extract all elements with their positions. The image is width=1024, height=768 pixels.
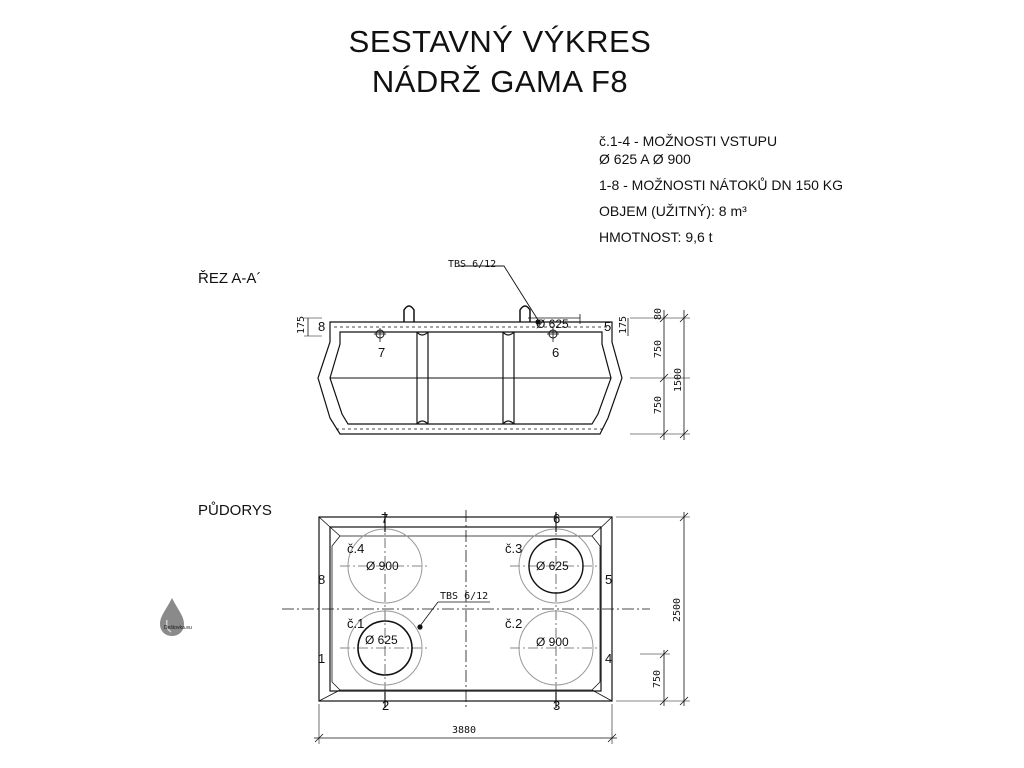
plan-opening-3-diameter: Ø 625 [536,559,569,573]
plan-dim-750: 750 [652,670,663,688]
plan-opening-2-circle [518,610,594,686]
droplet-icon [160,598,184,636]
plan-opening-1-id: č.1 [347,616,364,631]
section-drawing [304,265,690,440]
note-volume: OBJEM (UŽITNÝ): 8 m³ [599,203,747,219]
plan-opening-3-inner [528,538,584,594]
section-dim-top-80: 80 [653,308,664,320]
plan-opening-4-diameter: Ø 900 [366,559,399,573]
plan-inlet-1: 1 [318,651,325,666]
plan-opening-4-id: č.4 [347,541,364,556]
plan-drawing [282,510,690,744]
section-dim-lower-750: 750 [653,396,664,414]
plan-inlet-2: 2 [382,698,389,713]
plan-opening-1-diameter: Ø 625 [365,633,398,647]
plan-dim-width: 2500 [672,598,683,622]
note-weight: HMOTNOST: 9,6 t [599,229,713,245]
section-outer-shell [317,321,623,435]
section-dim-right-175: 175 [618,316,629,334]
section-inlet-7: 7 [378,345,385,360]
section-inlet-8: 8 [318,319,325,334]
plan-inlet-7: 7 [381,511,388,526]
plan-inlet-5: 5 [605,572,612,587]
plan-opening-2-diameter: Ø 900 [536,635,569,649]
note-entry-diameters: Ø 625 A Ø 900 [599,151,691,167]
plan-opening-1-outer [347,610,423,686]
note-entry-options: č.1-4 - MOŽNOSTI VSTUPU [599,133,778,149]
plan-opening-3-id: č.3 [505,541,522,556]
section-inner-shell [329,331,612,425]
section-view-label: ŘEZ A-A´ [198,270,262,287]
section-callout: TBS 6/12 [448,259,496,270]
section-inlet-5: 5 [604,319,611,334]
watermark-text: Deštovka.eu [164,625,192,631]
section-dim-total-1500: 1500 [673,368,684,392]
plan-view-label: PŮDORYS [198,502,272,519]
section-dim-left-175: 175 [296,316,307,334]
plan-callout: TBS 6/12 [440,591,488,602]
section-lifting-hook-left [403,305,415,322]
plan-inlet-6: 6 [553,511,560,526]
section-dim-upper-750: 750 [653,340,664,358]
section-opening-label: Ø 625 [536,317,569,331]
plan-inlet-3: 3 [553,698,560,713]
drawing-title-line1: SESTAVNÝ VÝKRES [348,24,652,59]
plan-opening-1-inner [357,620,413,676]
watermark: Deštovka.eu [160,598,192,636]
section-inlet-6: 6 [552,345,559,360]
plan-opening-2-id: č.2 [505,616,522,631]
note-inlet-options: 1-8 - MOŽNOSTI NÁTOKŮ DN 150 KG [599,177,844,193]
plan-inlet-4: 4 [605,651,612,666]
plan-inlet-8: 8 [318,572,325,587]
section-lifting-hook-right [519,305,531,322]
drawing-title-line2: NÁDRŽ GAMA F8 [371,64,629,99]
plan-dim-length: 3880 [452,725,476,736]
